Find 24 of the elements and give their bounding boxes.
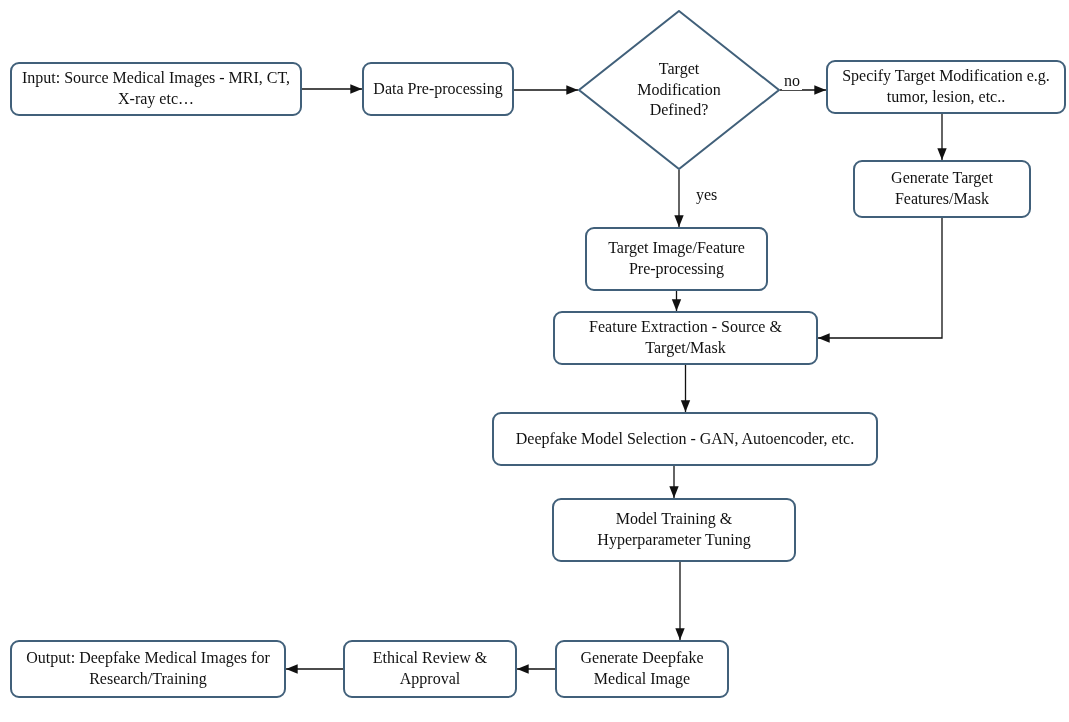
process-box: Generate Target Features/Mask (853, 160, 1031, 218)
process-box: Input: Source Medical Images - MRI, CT, X-ray etc… (10, 62, 302, 116)
arrow (779, 85, 827, 95)
decision-text: Target Modification Defined? (636, 58, 722, 121)
process-box: Data Pre-processing (362, 62, 514, 116)
arrow (285, 664, 344, 674)
process-box: Output: Deepfake Medical Images for Research/Training (10, 640, 286, 698)
arrow (671, 290, 682, 312)
process-box: Target Image/Feature Pre-processing (585, 227, 768, 291)
process-box: Generate Deepfake Medical Image (555, 640, 729, 698)
arrow (516, 664, 556, 674)
arrow (937, 113, 947, 161)
arrow (675, 561, 685, 641)
arrow (513, 85, 579, 95)
process-box: Model Training & Hyperparameter Tuning (552, 498, 796, 562)
arrow (301, 84, 363, 94)
arrow (674, 169, 684, 228)
process-box: Feature Extraction - Source & Target/Mask (553, 311, 818, 365)
process-box: Ethical Review & Approval (343, 640, 517, 698)
process-box: Deepfake Model Selection - GAN, Autoencoder, etc. (492, 412, 878, 466)
arrow (680, 364, 691, 413)
arrow (669, 465, 679, 499)
process-box: Specify Target Modification e.g. tumor, lesion, etc.. (826, 60, 1066, 114)
arrow (817, 217, 943, 343)
